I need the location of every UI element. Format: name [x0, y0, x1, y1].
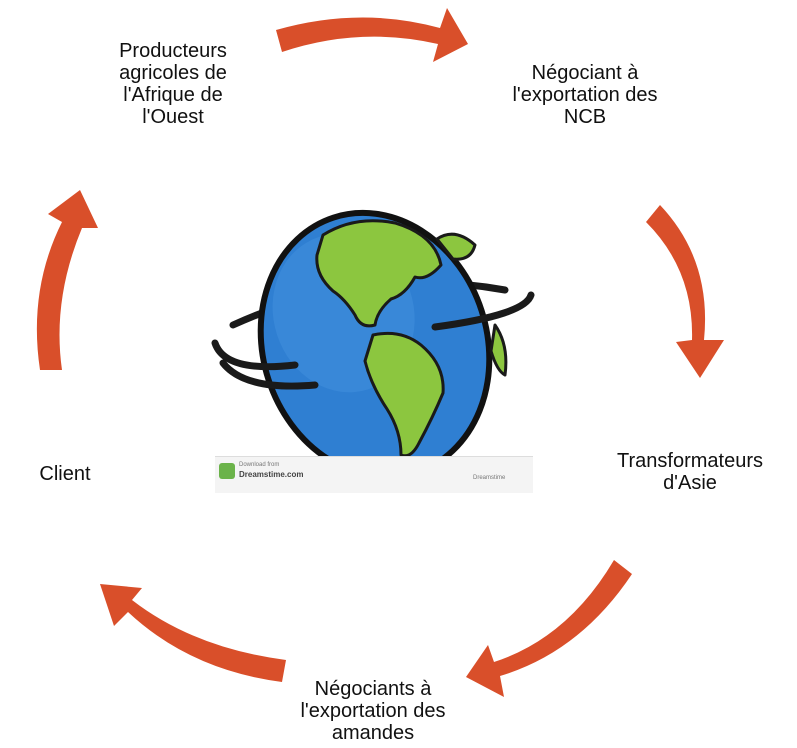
node-line: Producteurs	[119, 40, 227, 62]
node-line: d'Asie	[663, 472, 717, 494]
arrow-client-to-producers	[36, 190, 98, 370]
node-line: l'Ouest	[142, 106, 204, 128]
node-exporter-ncb: Négociant à l'exportation des NCB	[475, 62, 695, 128]
node-line: Négociant à	[531, 62, 639, 84]
watermark-right: Dreamstime	[473, 475, 506, 481]
node-line: l'Afrique de	[123, 84, 223, 106]
node-line: Négociants à	[314, 678, 432, 700]
node-line: Client	[39, 463, 91, 485]
node-producers: Producteurs agricoles de l'Afrique de l'…	[78, 40, 268, 128]
arrow-processors-to-kernel-exporters	[466, 560, 632, 697]
watermark-strip: Download from Dreamstime.com Dreamstime	[215, 456, 533, 493]
arrow-kernel-exporters-to-client	[100, 584, 286, 682]
watermark-line2: Dreamstime.com	[239, 470, 304, 479]
node-line: NCB	[563, 106, 607, 128]
rotating-globe-icon	[205, 195, 545, 495]
node-line: amandes	[331, 722, 415, 744]
node-line: l'exportation des	[300, 700, 446, 722]
node-processors: Transformateurs d'Asie	[590, 450, 790, 494]
node-client: Client	[5, 463, 125, 485]
arrow-producers-to-exporter	[276, 8, 468, 62]
arrow-exporter-to-processors	[646, 205, 724, 378]
node-kernel-exporters: Négociants à l'exportation des amandes	[258, 678, 488, 744]
node-line: Transformateurs	[617, 450, 763, 472]
watermark-line1: Download from	[239, 462, 280, 468]
node-line: agricoles de	[119, 62, 227, 84]
dreamstime-logo-icon	[219, 463, 235, 479]
node-line: l'exportation des	[512, 84, 658, 106]
